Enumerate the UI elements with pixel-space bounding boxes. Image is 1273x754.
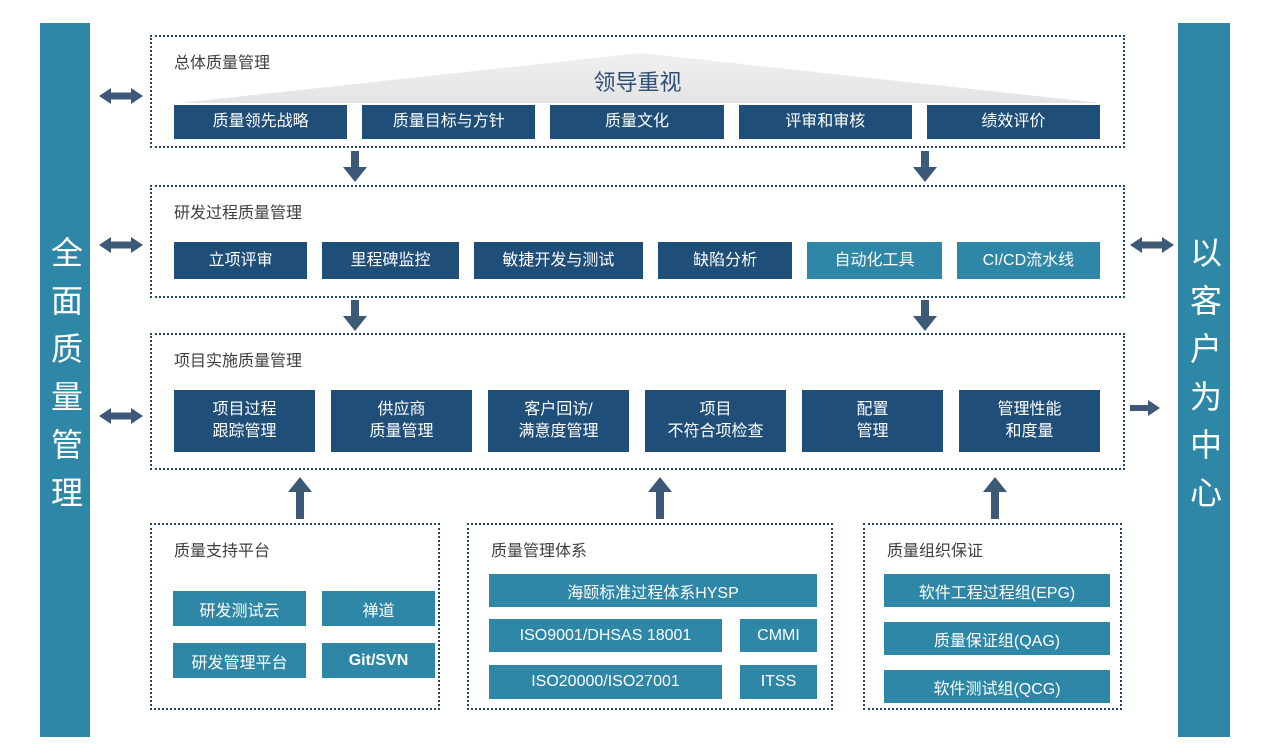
btn-line2: 和度量 <box>1005 423 1054 440</box>
project-impl-title: 项目实施质量管理 <box>174 353 303 370</box>
btn-nonconformity-check: 项目 不符合项检查 <box>645 390 786 452</box>
rd-process-box: 研发过程质量管理 立项评审 里程碑监控 敏捷开发与测试 缺陷分析 自动化工具 C… <box>150 185 1125 298</box>
btn-line2: 管理 <box>856 423 889 440</box>
btn-qag-group: 质量保证组(QAG) <box>884 622 1110 655</box>
btn-iso20000-iso27001: ISO20000/ISO27001 <box>489 665 722 699</box>
support-platform-title: 质量支持平台 <box>174 543 271 560</box>
down-arrow-icon <box>913 151 937 182</box>
btn-iso9001-dhsas18001: ISO9001/DHSAS 18001 <box>489 619 722 652</box>
down-arrow-icon <box>343 151 367 182</box>
btn-epg-group: 软件工程过程组(EPG) <box>884 574 1110 607</box>
btn-rd-test-cloud: 研发测试云 <box>173 591 306 626</box>
btn-line2: 质量管理 <box>369 423 434 440</box>
double-arrow-icon <box>1130 235 1174 255</box>
btn-quality-culture: 质量文化 <box>550 105 724 139</box>
project-impl-box: 项目实施质量管理 项目过程 跟踪管理 供应商 质量管理 客户回访/ 满意度管理 … <box>150 333 1125 470</box>
leadership-banner: 领导重视 <box>593 70 682 95</box>
btn-line1: 项目 <box>699 401 732 419</box>
btn-line1: 项目过程 <box>212 401 277 419</box>
btn-quality-leading-strategy: 质量领先战略 <box>174 105 348 139</box>
up-arrow-icon <box>288 477 312 519</box>
down-arrow-icon <box>913 300 937 331</box>
org-assurance-title: 质量组织保证 <box>887 543 984 560</box>
org-assurance-box: 质量组织保证 软件工程过程组(EPG) 质量保证组(QAG) 软件测试组(QCG… <box>863 523 1122 710</box>
btn-project-initiation-review: 立项评审 <box>174 242 308 279</box>
btn-git-svn: Git/SVN <box>322 643 435 678</box>
btn-line2: 满意度管理 <box>518 423 599 440</box>
btn-automation-tools: 自动化工具 <box>807 242 942 279</box>
btn-line1: 配置 <box>856 401 889 419</box>
btn-agile-dev-testing: 敏捷开发与测试 <box>473 242 643 279</box>
btn-line1: 供应商 <box>377 401 426 419</box>
management-system-title: 质量管理体系 <box>491 543 588 560</box>
btn-zentao: 禅道 <box>322 591 435 626</box>
btn-hysp-standard-process: 海颐标准过程体系HYSP <box>489 574 817 607</box>
btn-line1: 管理性能 <box>997 401 1062 419</box>
btn-configuration-management: 配置 管理 <box>802 390 943 452</box>
project-impl-items-row: 项目过程 跟踪管理 供应商 质量管理 客户回访/ 满意度管理 项目 不符合项检查… <box>174 390 1100 452</box>
overall-quality-box: 总体质量管理 领导重视 质量领先战略 质量目标与方针 质量文化 评审和审核 绩效… <box>150 35 1125 148</box>
overall-items-row: 质量领先战略 质量目标与方针 质量文化 评审和审核 绩效评价 <box>174 105 1101 139</box>
btn-cmmi: CMMI <box>740 619 817 652</box>
left-total-quality-bar: 全面质量管理 <box>40 23 90 737</box>
btn-itss: ITSS <box>740 665 817 699</box>
btn-line2: 跟踪管理 <box>212 423 277 440</box>
double-arrow-icon <box>99 86 143 106</box>
btn-rd-management-platform: 研发管理平台 <box>173 643 306 678</box>
double-arrow-icon <box>99 235 143 255</box>
btn-cicd-pipeline: CI/CD流水线 <box>956 242 1101 279</box>
right-arrow-icon <box>1130 400 1160 416</box>
up-arrow-icon <box>983 477 1007 519</box>
btn-project-tracking: 项目过程 跟踪管理 <box>174 390 315 452</box>
btn-supplier-quality: 供应商 质量管理 <box>331 390 472 452</box>
btn-review-audit: 评审和审核 <box>738 105 912 139</box>
btn-line1: 客户回访/ <box>524 401 593 419</box>
left-bar-label: 全面质量管理 <box>47 236 83 524</box>
rd-process-title: 研发过程质量管理 <box>174 205 303 222</box>
double-arrow-icon <box>99 406 143 426</box>
btn-performance-measurement: 管理性能 和度量 <box>959 390 1100 452</box>
rd-process-items-row: 立项评审 里程碑监控 敏捷开发与测试 缺陷分析 自动化工具 CI/CD流水线 <box>174 242 1101 279</box>
management-system-box: 质量管理体系 海颐标准过程体系HYSP ISO9001/DHSAS 18001 … <box>467 523 833 710</box>
overall-quality-title: 总体质量管理 <box>174 55 271 72</box>
right-customer-centric-bar: 以客户为中心 <box>1178 23 1230 737</box>
btn-quality-goals-policy: 质量目标与方针 <box>362 105 536 139</box>
btn-performance-evaluation: 绩效评价 <box>926 105 1101 139</box>
btn-qcg-group: 软件测试组(QCG) <box>884 670 1110 703</box>
up-arrow-icon <box>648 477 672 519</box>
btn-milestone-monitoring: 里程碑监控 <box>322 242 459 279</box>
support-platform-box: 质量支持平台 研发测试云 禅道 研发管理平台 Git/SVN <box>150 523 440 710</box>
btn-defect-analysis: 缺陷分析 <box>657 242 793 279</box>
btn-customer-visit-satisfaction: 客户回访/ 满意度管理 <box>488 390 629 452</box>
btn-line2: 不符合项检查 <box>667 423 764 440</box>
right-bar-label: 以客户为中心 <box>1186 236 1222 524</box>
down-arrow-icon <box>343 300 367 331</box>
